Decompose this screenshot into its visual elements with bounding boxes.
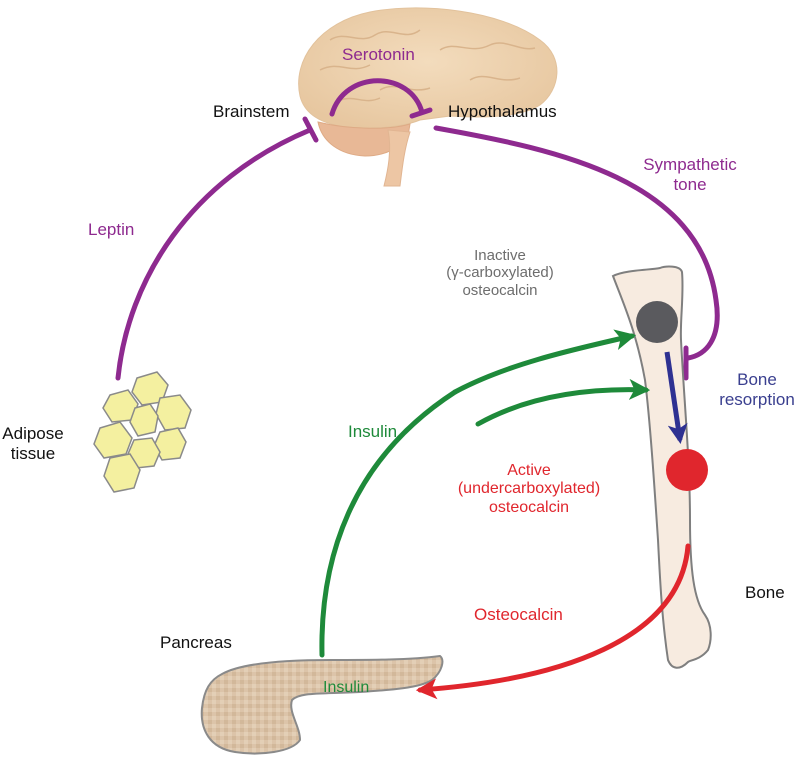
resorption-line1: Bone [737,370,777,389]
insulin-arrow-to-inactive [440,335,632,405]
osteocalcin-arrow [415,543,691,700]
bone-resorption-label: Bone resorption [712,370,800,409]
insulin-in-pancreas-label: Insulin [323,679,370,696]
leptin-arrow [115,127,313,381]
adipose-cells [93,371,192,493]
adipose-tissue-label: Adipose tissue [0,424,68,463]
inactive-osteocalcin-dot [636,301,678,343]
adipose-line2: tissue [10,443,56,463]
sympathetic-line1: Sympathetic [643,155,737,174]
pancreas-shape [200,654,444,755]
resorption-arrow [664,351,688,444]
insulin-arrow-branch [476,330,620,376]
active-osteocalcin-label: Active (undercarboxylated) osteocalcin [454,462,604,517]
active-line1: Active [507,462,551,479]
adipocyte [93,421,133,459]
brainstem-shape [383,129,411,187]
insulin-arrow-trunk [319,389,458,658]
leptin-label: Leptin [88,220,135,239]
serotonin-inhibition-bar [409,107,433,119]
active-line2: (undercarboxylated) [457,480,601,498]
brain-illustration [298,7,558,187]
sympathetic-tone-label: Sympathetic tone [630,155,750,194]
sympathetic-line2: tone [673,174,707,194]
adipocyte [129,403,159,437]
sympathetic-arrow [433,125,720,361]
adipose-line1: Adipose [2,424,64,443]
osteocalcin-label: Osteocalcin [474,605,563,624]
insulin-branch-to-resorption [475,378,651,427]
serotonin-arrow [329,78,425,117]
adipocyte [103,453,141,493]
serotonin-label: Serotonin [342,45,415,64]
bone-label: Bone [745,583,785,602]
brainstem-label: Brainstem [213,102,290,121]
active-line3: osteocalcin [488,498,570,516]
pancreas-label: Pancreas [160,633,232,652]
hypothalamus-label: Hypothalamus [448,102,557,121]
insulin-to-bone-label: Insulin [348,422,398,441]
inactive-line1: Inactive [474,247,526,264]
inactive-line2: (γ-carboxylated) [446,264,554,282]
active-osteocalcin-dot [666,449,708,491]
resorption-line2: resorption [719,389,795,409]
inactive-line3: osteocalcin [462,281,538,299]
insulin-arrow-to-inactive-osteocalcin [452,329,637,395]
adipocyte [155,394,192,431]
brain-folds [319,29,536,102]
leptin-inhibition-bar [302,116,319,143]
inactive-osteocalcin-label: Inactive (γ-carboxylated) osteocalcin [440,247,560,299]
